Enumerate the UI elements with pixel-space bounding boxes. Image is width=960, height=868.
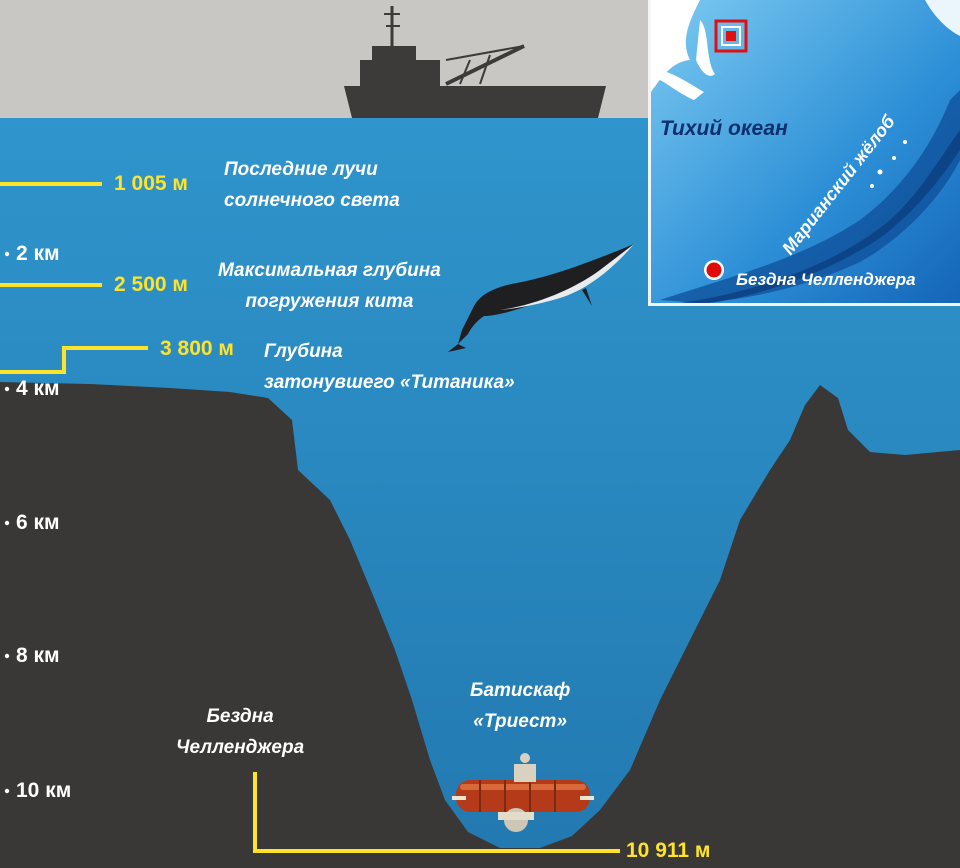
caption-titanic-line2: затонувшего «Титаника»: [264, 372, 515, 393]
caption-titanic-line1: Глубина: [264, 341, 343, 362]
ship-icon: [344, 6, 606, 118]
marker-line-titanic: [0, 346, 148, 374]
caption-sunlight: Последние лучи солнечного света: [224, 154, 400, 216]
caption-whale-line2: погружения кита: [245, 291, 414, 312]
map-inset: [648, 0, 960, 306]
bathyscaphe-icon: [452, 753, 594, 832]
caption-challenger: Бездна Челленджера: [176, 701, 304, 763]
depth-scale-ticks: [4, 251, 10, 794]
marker-lines: [0, 182, 620, 853]
depth-tick-4km: 4 км: [16, 377, 60, 400]
depth-tick-10km: 10 км: [16, 779, 72, 802]
map-ocean-label: Тихий океан: [660, 117, 788, 140]
depth-tick-6km: 6 км: [16, 511, 60, 534]
caption-bathyscaphe: Батискаф «Триест»: [470, 675, 570, 737]
caption-titanic: Глубина затонувшего «Титаника»: [264, 336, 515, 398]
caption-whale: Максимальная глубина погружения кита: [218, 255, 441, 317]
map-point-label: Бездна Челленджера: [736, 270, 916, 289]
depth-tick-8km: 8 км: [16, 644, 60, 667]
caption-whale-line1: Максимальная глубина: [218, 260, 441, 281]
whale-icon: [448, 244, 634, 352]
caption-sunlight-line1: Последние лучи: [224, 159, 378, 180]
seabed: [0, 382, 960, 868]
depth-tick-2km: 2 км: [16, 242, 60, 265]
caption-bathyscaphe-line2: «Триест»: [473, 711, 568, 732]
caption-bathyscaphe-line1: Батискаф: [470, 680, 571, 701]
marker-value-titanic: 3 800 м: [160, 337, 234, 360]
marker-line-challenger: [253, 772, 620, 853]
caption-challenger-line1: Бездна: [206, 706, 274, 727]
marker-value-sunlight: 1 005 м: [114, 172, 188, 195]
marker-value-whale: 2 500 м: [114, 273, 188, 296]
caption-sunlight-line2: солнечного света: [224, 190, 400, 211]
marker-value-challenger: 10 911 м: [626, 839, 711, 862]
caption-challenger-line2: Челленджера: [176, 737, 305, 758]
